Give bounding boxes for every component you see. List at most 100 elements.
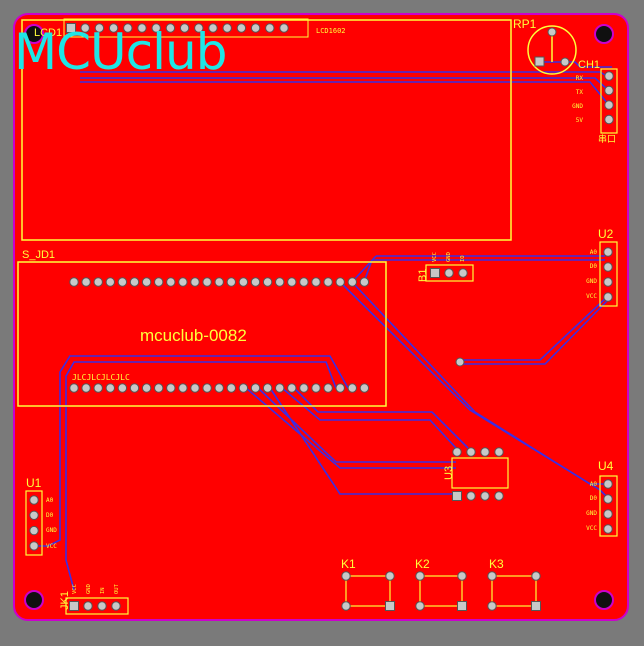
mcu-outline [17,261,387,407]
pad [105,383,116,393]
jk1-pin-label: IN [100,587,106,594]
pad [111,601,121,611]
pad [250,383,261,393]
pad [265,23,275,33]
trace [80,77,609,91]
u4-pin-label: D0 [590,495,598,502]
lcd-pin-row [66,23,289,33]
trace [351,281,608,485]
u2-ref-label: U2 [598,227,614,241]
trace [540,61,612,68]
u1-pin-label: VCC [46,543,57,550]
k1-ref-label: K1 [341,557,356,571]
pad [97,601,107,611]
pad [117,383,128,393]
pad [29,510,39,520]
pad [214,277,224,287]
pad [250,23,261,33]
trace [65,361,337,591]
k3-outline [491,575,537,607]
pad [494,491,504,501]
mcu-jlc-mark: JLCJLCJLCJLC [72,373,130,382]
pad [250,277,261,287]
pad [457,601,467,611]
rp1-potentiometer: RP1 [513,17,577,75]
pad [108,23,119,33]
pad [603,277,613,287]
pad [457,571,467,581]
jk1-outline [65,597,129,615]
pad [604,100,614,110]
pad [81,383,91,393]
jk1-pin-label: VCC [72,584,78,594]
mcu-module: S_JD1 JLCJLCJLCJLC mcuclub-0082 [17,249,387,407]
rp1-pad [560,57,570,67]
pad [151,23,161,33]
pad [214,383,224,393]
pad [154,383,164,393]
pad [179,23,190,33]
u4-outline [599,475,618,537]
pad [603,247,613,257]
u2-outline [599,241,618,307]
u1-sensor-header: U1 A0 D0 GND VCC [25,476,57,556]
trace [293,387,469,449]
k1-button: K1 [341,557,391,607]
u1-pin-label: GND [46,527,57,534]
pad [311,277,321,287]
pad [83,601,93,611]
pad [347,383,357,393]
jk1-relay-header: JK1 VCC GND IN OUT [59,583,129,615]
pad [480,447,490,457]
pad [222,23,232,33]
pad [603,262,613,272]
b1-outline [425,264,474,282]
pad [190,277,200,287]
pad [93,383,103,393]
mounting-hole [24,590,44,610]
trace [269,387,456,495]
pad [29,525,39,536]
pad [415,601,425,611]
ch1-name-label: 串口 [598,134,616,144]
b1-pin-label: IO [460,255,466,262]
pad [531,601,541,611]
pad [166,277,176,287]
pad [466,491,476,501]
lcd-outline [21,19,512,241]
mcu-bottom-pin-row [69,383,370,393]
pad [29,495,39,505]
rp1-pad [547,27,557,37]
pad [154,277,164,287]
pad [262,383,273,393]
u3-dip-chip: U3 [443,447,509,501]
u3-outline [451,457,509,489]
b1-pin-label: GND [446,252,452,262]
pad [105,277,116,287]
mcuclub-logo: MCUclub [14,23,227,81]
jk1-pin-label: OUT [114,583,120,594]
pad [80,23,90,33]
lcd-ref-label: LCD1 [34,27,62,39]
pad [458,268,468,278]
u1-pin-label: D0 [46,512,54,519]
jk1-pin-label: GND [86,584,92,594]
pad [323,277,333,287]
u1-pin-label: A0 [46,497,54,504]
pad [444,268,454,278]
pad [494,447,504,457]
u2-pin-label: GND [586,278,597,285]
u4-pin-label: GND [586,510,597,517]
pad [165,23,176,33]
b1-header: B1 VCC GND IO [417,252,474,282]
u4-pin-label: VCC [586,525,597,532]
pad [311,383,321,393]
pad [262,277,273,287]
ch1-pin-label: GND [572,103,583,110]
ch1-outline [600,68,618,134]
trace [257,387,456,463]
pad [604,114,614,125]
pad [359,277,370,287]
k2-outline [419,575,463,607]
